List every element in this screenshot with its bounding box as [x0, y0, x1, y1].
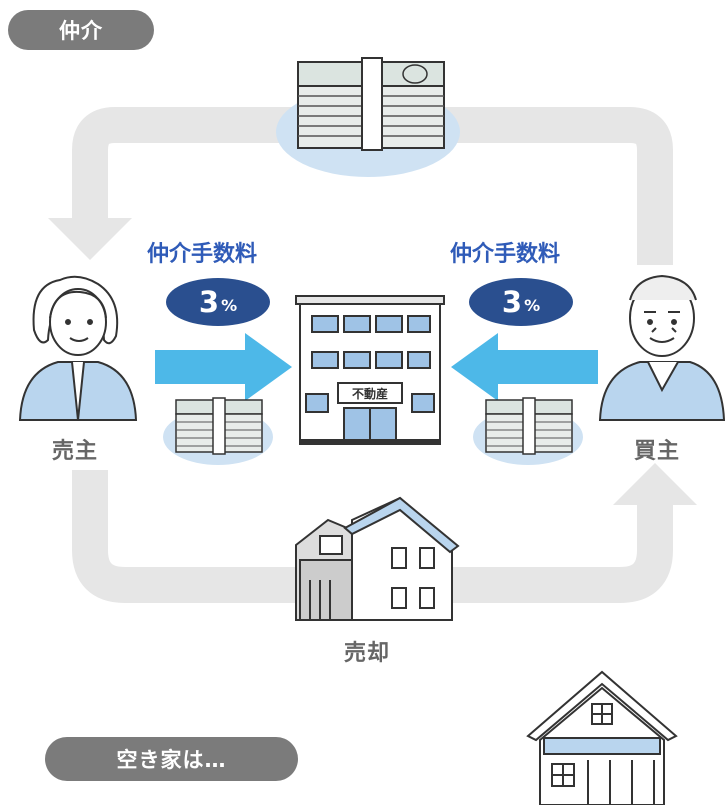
buyer-label: 買主	[634, 439, 681, 464]
fee-label-left: 仲介手数料	[147, 242, 258, 267]
sale-label: 売却	[344, 641, 391, 666]
seller-label: 売主	[52, 439, 99, 464]
seller-icon	[18, 275, 138, 421]
agency-building-icon	[295, 295, 445, 445]
fee-unit-left: %	[221, 295, 238, 315]
money-stack-top	[276, 57, 460, 177]
arrowhead-down-to-seller	[48, 218, 132, 260]
money-stack-left	[163, 397, 273, 465]
fee-badge-right: 3%	[469, 278, 573, 326]
section-pill-chukai: 仲介	[8, 10, 154, 50]
house-for-sale-icon	[295, 496, 460, 621]
arrow-seller-to-agency	[155, 333, 292, 401]
agency-sign-text: 不動産	[352, 386, 388, 401]
fee-badge-left: 3%	[166, 278, 270, 326]
fee-value-left: 3	[198, 285, 220, 319]
arrowhead-up-to-buyer	[613, 463, 697, 505]
fee-value-right: 3	[501, 285, 523, 319]
arrow-buyer-to-agency	[451, 333, 598, 401]
money-stack-right	[473, 397, 583, 465]
fee-label-right: 仲介手数料	[450, 242, 561, 267]
section-pill-akiya: 空き家は…	[45, 737, 298, 781]
fee-unit-right: %	[524, 295, 541, 315]
vacant-house-icon	[526, 670, 678, 805]
buyer-icon	[598, 274, 725, 421]
